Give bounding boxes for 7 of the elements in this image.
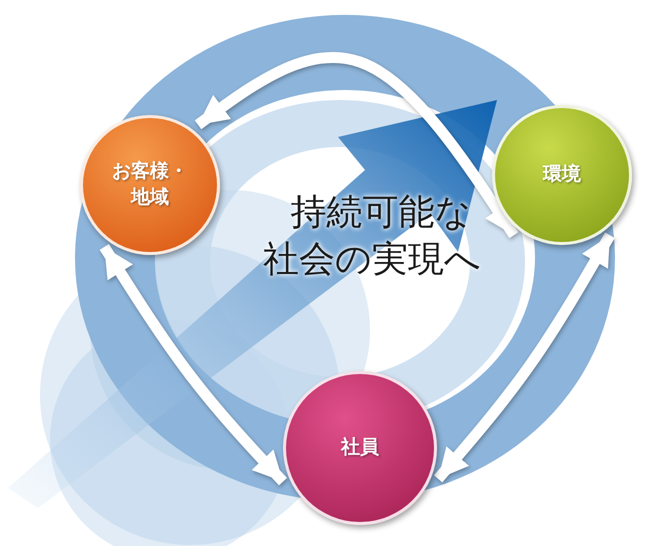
node-label: お客様・地域 <box>111 159 189 210</box>
double-arrow <box>434 232 615 482</box>
double-arrow <box>100 244 288 486</box>
node-label: 社員 <box>340 435 380 460</box>
double-arrow <box>194 52 519 238</box>
node-label: 環境 <box>542 162 582 188</box>
center-slogan: 持続可能な社会の実現へ <box>262 191 482 282</box>
